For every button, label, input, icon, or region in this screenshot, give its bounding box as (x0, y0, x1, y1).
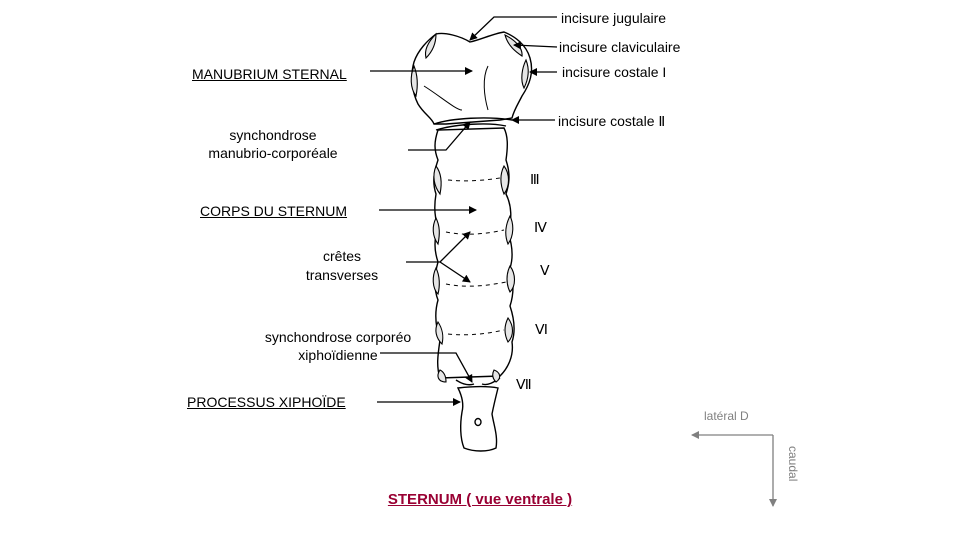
arrow-incisure-jugulaire (469, 16, 557, 41)
label-synchondrose-mc-line1: synchondrose (229, 127, 317, 143)
arrow-cretes-upper (439, 231, 471, 263)
label-incisure-costale-2: incisure costale Ⅱ (558, 113, 666, 129)
label-cote-4: Ⅳ (534, 219, 547, 235)
label-synchondrose-cx-line2: xiphoïdienne (298, 347, 378, 363)
corps-shape (433, 127, 515, 379)
orientation-arrows (691, 431, 777, 507)
arrow-incisure-claviculaire (513, 41, 558, 50)
pointer-lines (370, 16, 558, 406)
label-corps-du-sternum: CORPS DU STERNUM (200, 203, 348, 219)
label-synchondrose-mc-line2: manubrio-corporéale (208, 145, 338, 161)
label-cretes-line2: transverses (305, 267, 379, 283)
label-incisure-jugulaire: incisure jugulaire (561, 10, 667, 26)
label-incisure-claviculaire: incisure claviculaire (559, 39, 681, 55)
label-cote-3: Ⅲ (530, 171, 540, 187)
label-cote-6: Ⅵ (535, 321, 548, 337)
xiphoide-foramen (474, 417, 482, 427)
label-incisure-costale-1: incisure costale I (562, 64, 667, 80)
arrow-synchondrose-mc (408, 121, 471, 151)
caption-title: STERNUM ( vue ventrale ) (387, 491, 573, 508)
label-lateral-d: latéral D (704, 409, 749, 423)
xiphoide-shape (456, 385, 499, 452)
label-cote-5: Ⅴ (540, 262, 550, 278)
manubrium-shape (411, 31, 533, 125)
label-cretes-line1: crêtes (322, 248, 362, 264)
sternum-outline (410, 31, 533, 452)
label-synchondrose-cx-line1: synchondrose corporéo (264, 329, 412, 345)
arrow-cretes-lower (439, 261, 471, 283)
label-manubrium-sternal: MANUBRIUM STERNAL (192, 66, 347, 82)
label-caudal: caudal (786, 446, 800, 482)
label-cote-7: Ⅶ (516, 376, 532, 392)
label-processus-xiphoide: PROCESSUS XIPHOÏDE (187, 394, 346, 410)
arrow-synchondrose-cx (380, 352, 473, 383)
